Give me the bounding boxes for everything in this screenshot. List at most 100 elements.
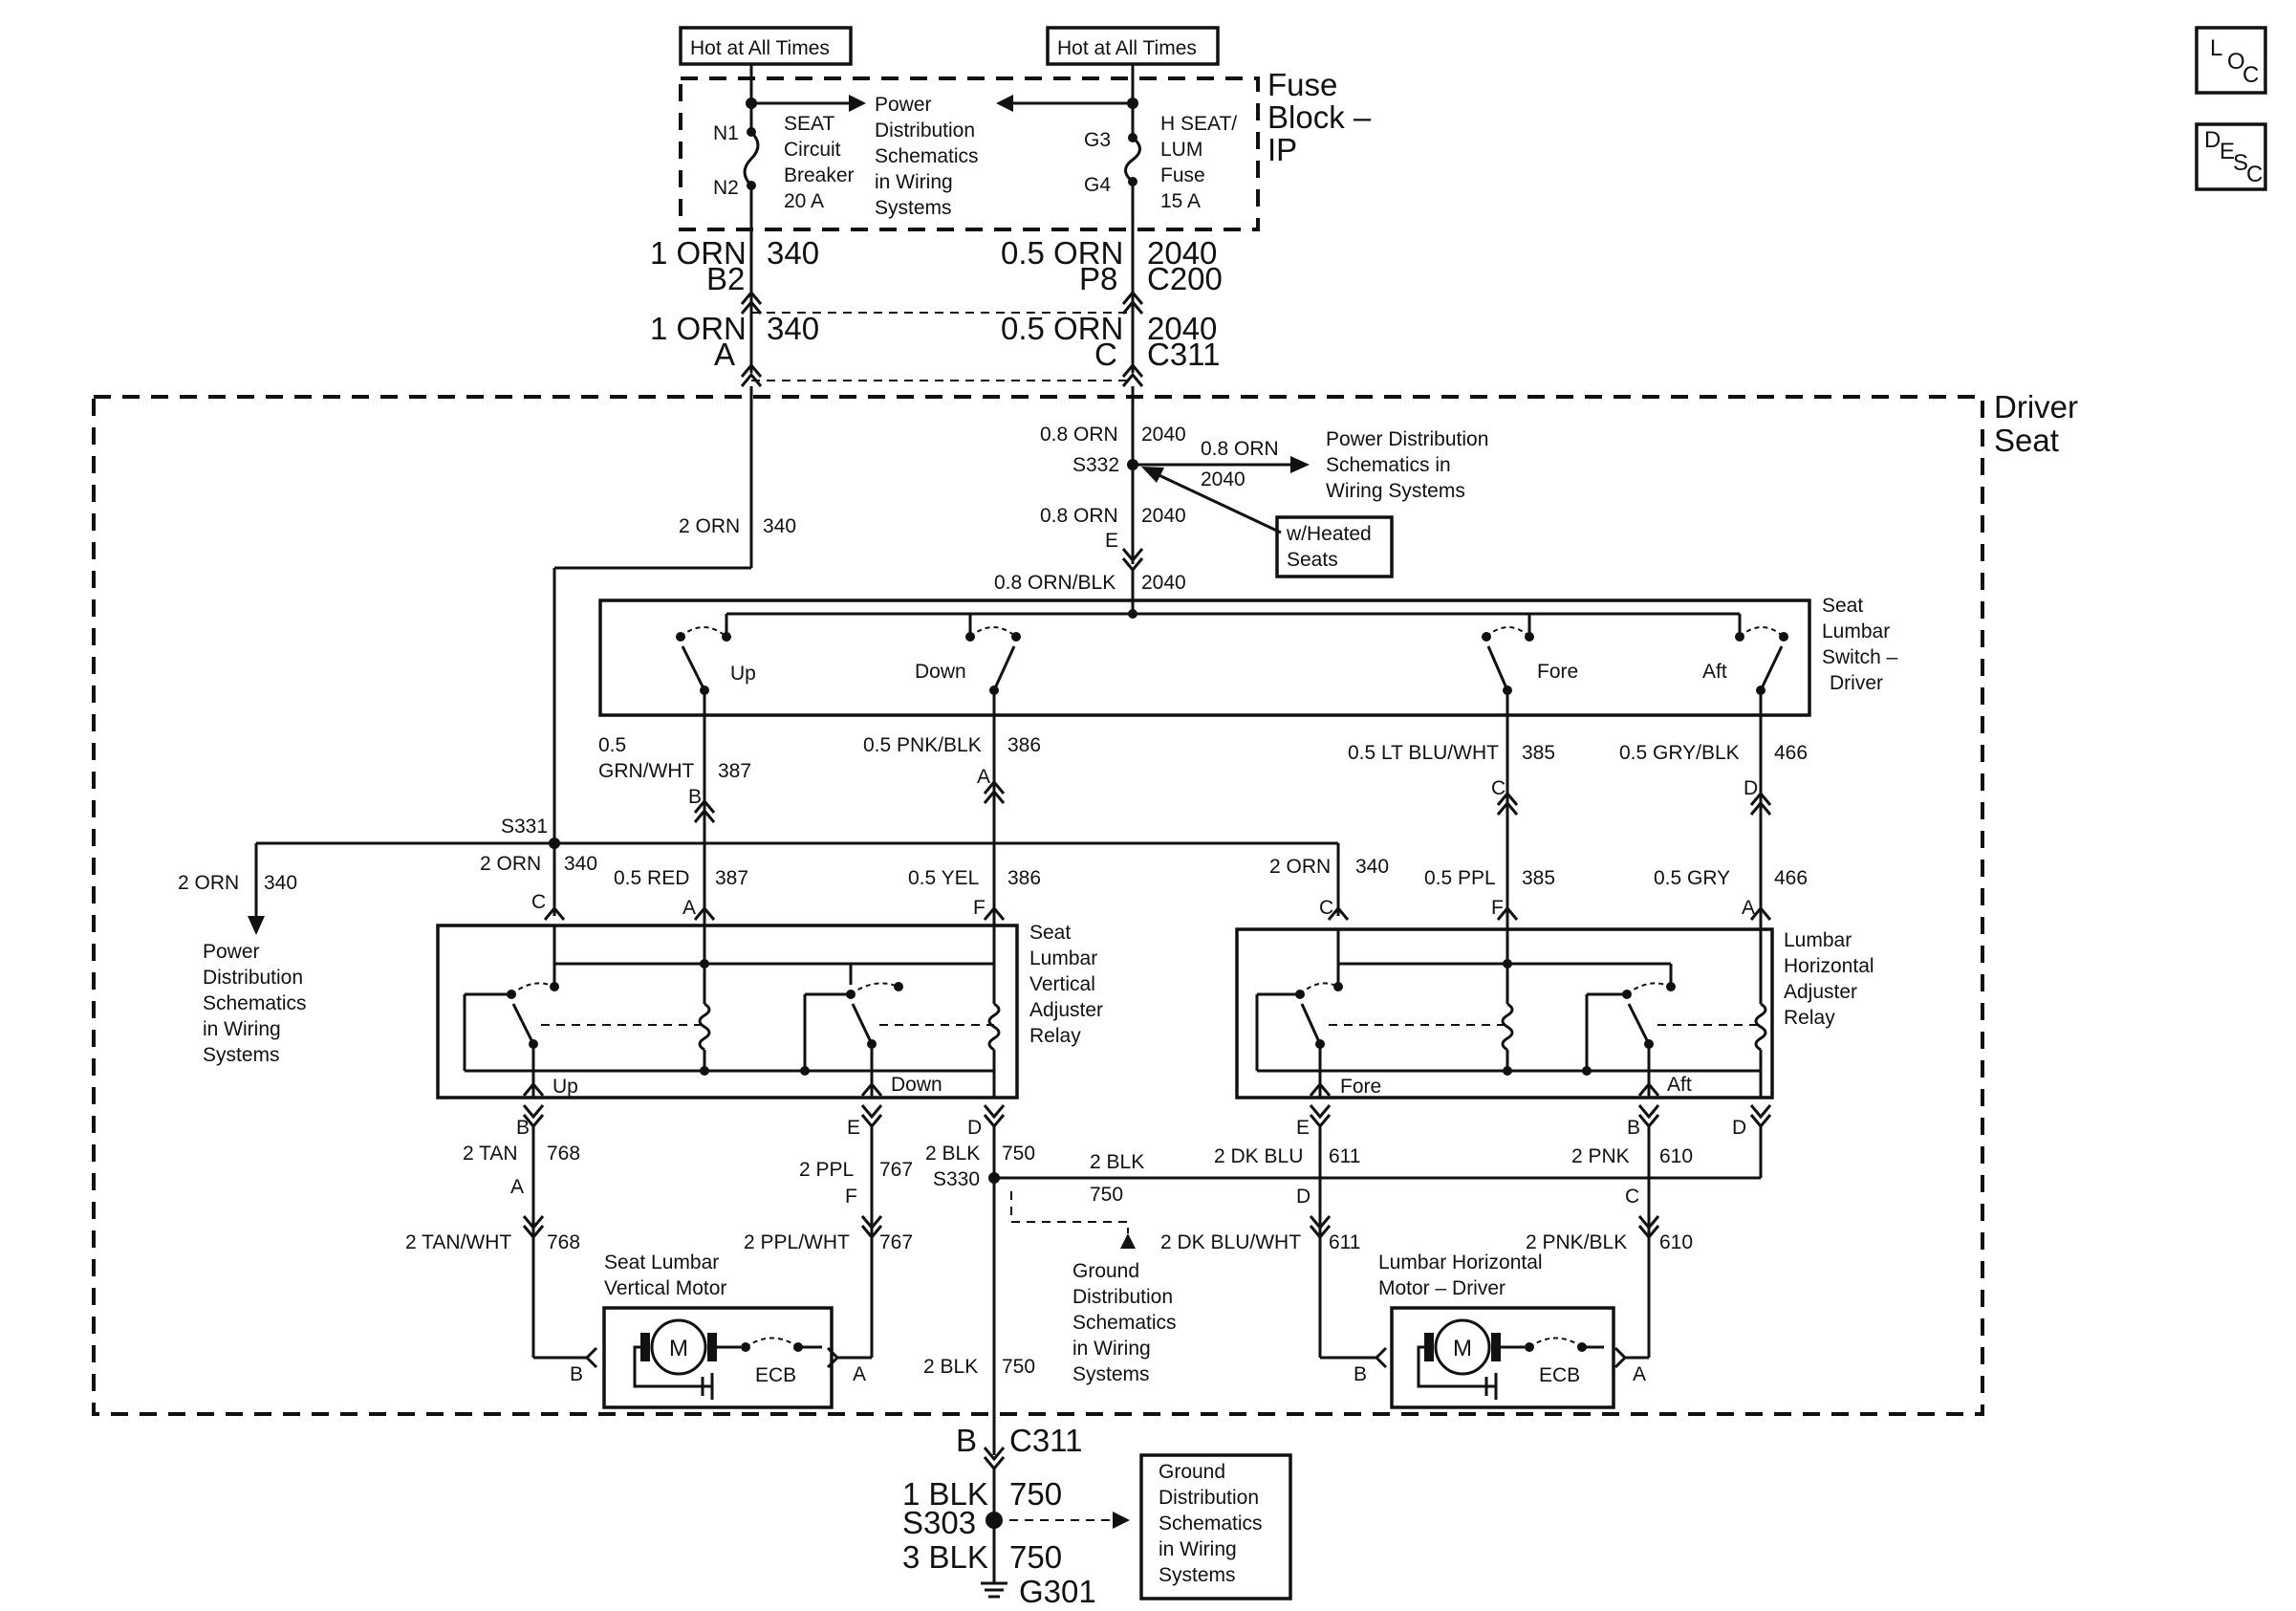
relay-contact-down <box>803 982 994 1098</box>
gnd-ref-s330-5: Systems <box>1072 1363 1150 1385</box>
svg-text:340: 340 <box>767 235 819 271</box>
svg-text:610: 610 <box>1659 1145 1693 1167</box>
svg-text:B: B <box>688 786 702 808</box>
horizontal-adjuster-relay: Lumbar Horizontal Adjuster Relay <box>1235 927 1874 1099</box>
svg-text:750: 750 <box>1002 1356 1035 1378</box>
svg-text:2040: 2040 <box>1141 572 1186 594</box>
seat-lumbar-switch: Seat Lumbar Switch – Driver <box>598 595 1898 746</box>
svg-text:B: B <box>956 1423 977 1458</box>
driver-seat-label-2: Seat <box>1994 423 2059 458</box>
svg-text:Driver: Driver <box>1830 672 1883 694</box>
svg-text:2 PNK/BLK: 2 PNK/BLK <box>1526 1231 1627 1253</box>
relay-contact-fore <box>1255 982 1507 1098</box>
svg-text:C: C <box>531 891 546 913</box>
fuse-block-outline <box>679 76 1260 231</box>
svg-text:Vertical: Vertical <box>1029 973 1095 995</box>
svg-text:Adjuster: Adjuster <box>1029 999 1103 1021</box>
svg-text:A: A <box>853 1363 866 1385</box>
splice-s332-area: 0.8 ORN 2040 S332 0.8 ORN 2040 Power Dis… <box>994 386 1488 612</box>
pd-ref-top-3: Schematics <box>875 145 979 167</box>
svg-text:Ground: Ground <box>1159 1461 1225 1483</box>
svg-text:2 PPL: 2 PPL <box>799 1159 854 1181</box>
ground-g301-circuit: 2 BLK 750 B C311 1 BLK 750 S303 3 BLK 75… <box>902 1356 1292 1609</box>
hot-at-all-times-left-box <box>679 26 853 66</box>
svg-text:0.5 PNK/BLK: 0.5 PNK/BLK <box>863 734 982 756</box>
svg-text:D: D <box>1732 1117 1746 1139</box>
svg-text:A: A <box>1633 1363 1646 1385</box>
svg-text:768: 768 <box>547 1231 580 1253</box>
relay-coil-aft <box>1754 1002 1767 1071</box>
vertical-motor-circuit: B 2 TAN 768 A 2 TAN/WHT 768 B E 2 PPL 76… <box>405 1104 1761 1455</box>
svg-text:S330: S330 <box>933 1168 980 1190</box>
pd-ref-left-4: in Wiring <box>203 1018 281 1040</box>
hot-at-all-times-right: Hot at All Times <box>1057 37 1197 59</box>
pd-ref-left-1: Power <box>203 941 260 963</box>
svg-text:2040: 2040 <box>1141 505 1186 527</box>
relay-coil-up <box>698 1002 711 1071</box>
svg-text:340: 340 <box>1355 856 1389 878</box>
svg-text:C: C <box>1491 777 1505 799</box>
svg-text:750: 750 <box>1009 1476 1062 1512</box>
svg-text:750: 750 <box>1090 1184 1123 1206</box>
svg-text:2040: 2040 <box>1147 235 1217 271</box>
svg-text:S303: S303 <box>902 1505 976 1540</box>
svg-text:0.5 YEL: 0.5 YEL <box>908 867 979 889</box>
loc-icon[interactable]: L O C <box>2195 26 2267 95</box>
svg-text:340: 340 <box>264 872 297 894</box>
svg-text:Fore: Fore <box>1537 661 1578 683</box>
svg-text:15 A: 15 A <box>1160 190 1201 212</box>
svg-text:340: 340 <box>767 311 819 346</box>
svg-text:611: 611 <box>1329 1231 1360 1253</box>
fuse-block: Hot at All Times Hot at All Times Fuse B… <box>679 26 1372 316</box>
svg-text:0.8 ORN/BLK: 0.8 ORN/BLK <box>994 572 1116 594</box>
svg-text:Distribution: Distribution <box>1159 1487 1259 1509</box>
switch-contact-aft <box>1735 626 1788 746</box>
svg-text:0.8 ORN: 0.8 ORN <box>1040 424 1118 446</box>
svg-text:Relay: Relay <box>1784 1007 1835 1029</box>
gnd-ref-s330-3: Schematics <box>1072 1312 1177 1334</box>
svg-text:340: 340 <box>564 853 597 875</box>
svg-text:0.5 GRY/BLK: 0.5 GRY/BLK <box>1619 742 1740 764</box>
switch-contact-fore <box>1482 626 1534 746</box>
svg-text:ECB: ECB <box>1539 1364 1580 1386</box>
gnd-ref-s330-4: in Wiring <box>1072 1338 1151 1360</box>
desc-icon[interactable]: D E S C <box>2195 122 2267 191</box>
svg-text:0.5 GRY: 0.5 GRY <box>1654 867 1730 889</box>
svg-text:SEAT: SEAT <box>784 113 834 135</box>
svg-text:750: 750 <box>1009 1539 1062 1575</box>
fuse-block-label-3: IP <box>1267 132 1297 167</box>
svg-text:Seats: Seats <box>1287 549 1338 571</box>
svg-text:2 BLK: 2 BLK <box>923 1356 978 1378</box>
svg-text:LUM: LUM <box>1160 139 1202 161</box>
svg-text:767: 767 <box>879 1159 913 1181</box>
svg-text:D: D <box>1744 777 1758 799</box>
fuse-block-label-1: Fuse <box>1267 67 1337 102</box>
svg-text:768: 768 <box>547 1143 580 1165</box>
svg-text:0.5 PPL: 0.5 PPL <box>1424 867 1496 889</box>
pd-ref-top-1: Power <box>875 94 932 116</box>
connector-c311-ground: C311 <box>1009 1423 1082 1458</box>
svg-text:A: A <box>977 766 990 788</box>
svg-text:385: 385 <box>1522 867 1555 889</box>
horizontal-relay-box <box>1235 927 1774 1099</box>
svg-text:Lumbar Horizontal: Lumbar Horizontal <box>1378 1252 1543 1274</box>
svg-text:A: A <box>714 337 735 372</box>
pd-ref-top-5: Systems <box>875 197 952 219</box>
svg-text:GRN/WHT: GRN/WHT <box>598 760 694 782</box>
svg-text:E: E <box>2220 139 2235 164</box>
gnd-ref-s330-2: Distribution <box>1072 1286 1173 1308</box>
pd-ref-s332-2: Schematics in <box>1326 454 1451 476</box>
svg-text:2 PNK: 2 PNK <box>1571 1145 1630 1167</box>
svg-text:Switch –: Switch – <box>1822 646 1898 668</box>
svg-text:610: 610 <box>1659 1231 1693 1253</box>
driver-seat-outline <box>92 395 1984 1416</box>
svg-text:1 ORN: 1 ORN <box>650 311 747 346</box>
svg-text:C: C <box>1319 897 1333 919</box>
ground-distribution-box <box>1139 1453 1292 1600</box>
svg-text:M: M <box>669 1336 688 1361</box>
svg-text:Aft: Aft <box>1667 1074 1692 1096</box>
svg-text:2 ORN: 2 ORN <box>480 853 541 875</box>
svg-text:2 DK BLU/WHT: 2 DK BLU/WHT <box>1160 1231 1301 1253</box>
connector-c200: C200 <box>1147 261 1223 296</box>
